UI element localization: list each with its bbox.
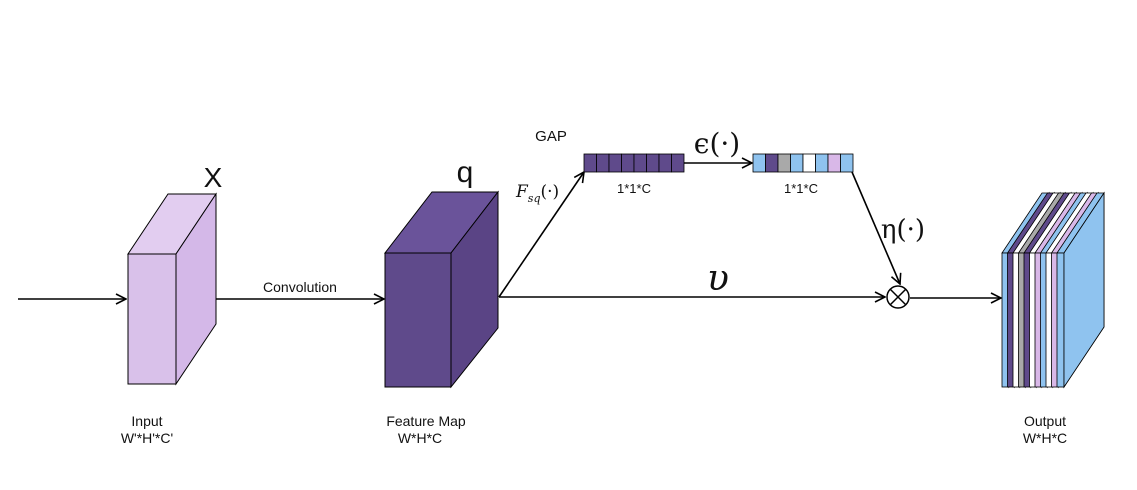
excitation-vector-size: 1*1*C bbox=[784, 181, 818, 196]
excitation-vector-cell bbox=[802, 153, 816, 173]
output-caption: Output bbox=[1024, 413, 1066, 429]
excitation-vector-cell bbox=[815, 153, 829, 173]
feature-map-dimensions: W*H*C bbox=[398, 430, 442, 446]
gap-vector bbox=[583, 153, 685, 173]
gap-vector-cell bbox=[658, 153, 672, 173]
v-label: υ bbox=[707, 258, 729, 299]
excitation-vector-cell bbox=[777, 153, 791, 173]
feature-map-block bbox=[383, 190, 500, 389]
input-dimensions: W'*H'*C' bbox=[121, 430, 173, 446]
output-block bbox=[1001, 191, 1105, 389]
eta-label: η(·) bbox=[881, 215, 925, 245]
multiply-node-icon bbox=[886, 285, 910, 309]
excitation-vector-cell bbox=[827, 153, 841, 173]
feature-map-front bbox=[384, 252, 452, 388]
input-title: X bbox=[204, 162, 223, 193]
gap-vector-cell bbox=[671, 153, 685, 173]
excitation-vector-cell bbox=[790, 153, 804, 173]
gap-vector-cell bbox=[596, 153, 610, 173]
gap-vector-cell bbox=[621, 153, 635, 173]
gap-label: GAP bbox=[535, 128, 567, 145]
excitation-vector-cell bbox=[752, 153, 766, 173]
squeeze-arrow bbox=[498, 172, 584, 298]
excitation-vector-cell bbox=[840, 153, 854, 173]
scale-arrow bbox=[851, 171, 900, 284]
gap-vector-cell bbox=[633, 153, 647, 173]
gap-vector-cell bbox=[608, 153, 622, 173]
gap-vector-size: 1*1*C bbox=[617, 181, 651, 196]
gap-vector-cell bbox=[583, 153, 597, 173]
input-block-front bbox=[127, 253, 177, 385]
input-block bbox=[127, 192, 217, 386]
gap-vector-cell bbox=[646, 153, 660, 173]
convolution-label: Convolution bbox=[263, 279, 337, 295]
epsilon-label: ϵ(·) bbox=[694, 127, 740, 160]
feature-map-title: q bbox=[457, 156, 474, 189]
excitation-vector bbox=[752, 153, 854, 173]
feature-map-caption: Feature Map bbox=[386, 413, 466, 429]
excitation-vector-cell bbox=[765, 153, 779, 173]
output-block-side bbox=[1063, 191, 1105, 389]
f-sq-label: Fsq(·) bbox=[515, 182, 559, 205]
output-dimensions: W*H*C bbox=[1023, 430, 1067, 446]
input-caption: Input bbox=[131, 413, 162, 429]
